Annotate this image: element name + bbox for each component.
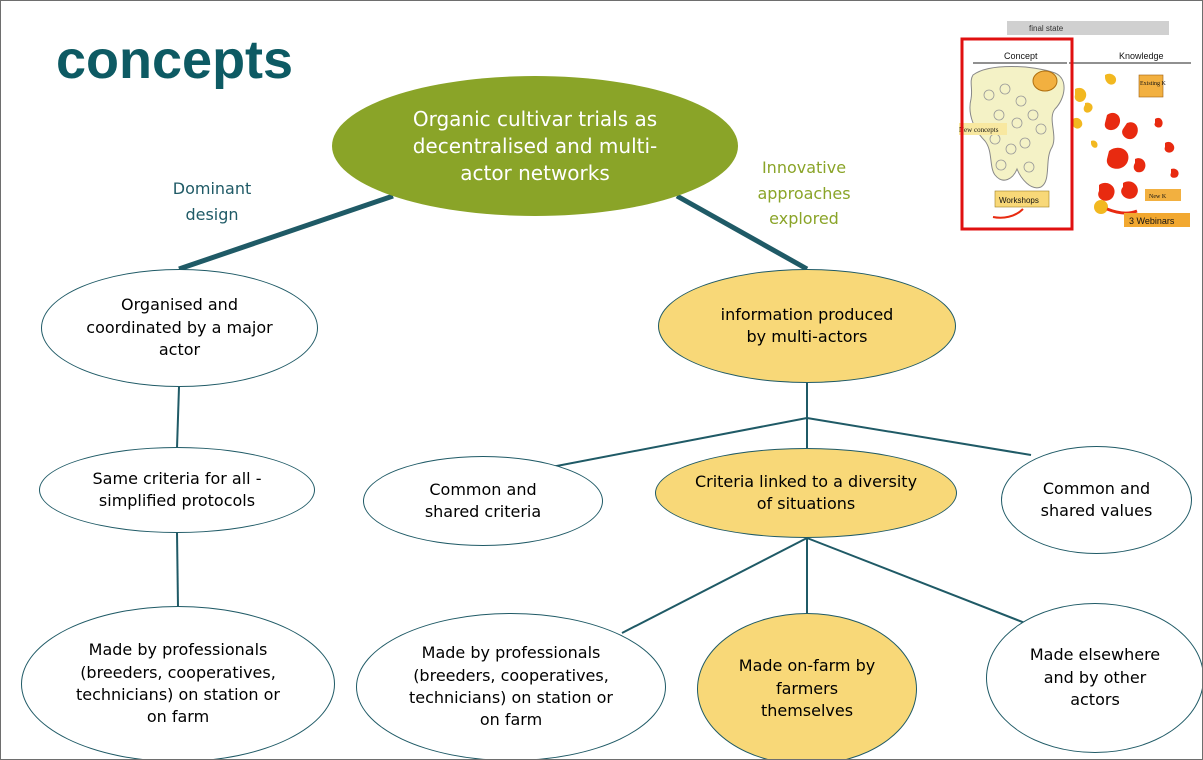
node-organised: Organised and coordinated by a major act… — [41, 269, 318, 387]
edge-info-right — [806, 417, 1032, 456]
edge-criteria-elsewhere — [806, 537, 1026, 624]
node-criteria-linked: Criteria linked to a diversity of situat… — [655, 448, 957, 538]
thumb-webinars: 3 Webinars — [1129, 216, 1175, 226]
thumb-new-concepts: New concepts — [959, 126, 999, 134]
knowledge-yellow-blobs — [1072, 73, 1117, 148]
thumb-workshops: Workshops — [999, 196, 1039, 205]
root-node: Organic cultivar trials as decentralised… — [332, 76, 738, 216]
node-made-elsewhere: Made elsewhere and by other actors — [986, 603, 1202, 753]
thumb-knowledge-label: Knowledge — [1119, 51, 1164, 61]
node-made-onfarm: Made on-farm by farmers themselves — [697, 613, 917, 759]
root-node-label: Organic cultivar trials as decentralised… — [412, 106, 658, 185]
edge-criteria-made-mid — [621, 537, 808, 634]
edge-info-left — [540, 417, 808, 470]
thumb-existing-k: Existing K — [1140, 81, 1167, 87]
ck-theory-thumbnail: final state Concept Knowledge New concep… — [959, 19, 1192, 231]
edge-organised-criteria — [176, 386, 180, 449]
dominant-design-label: Dominant design — [172, 179, 252, 224]
edge-criteria-made-left — [176, 531, 179, 608]
node-same-criteria: Same criteria for all - simplified proto… — [39, 447, 315, 533]
concept-highlight-frame — [960, 37, 1074, 231]
node-common-criteria: Common and shared criteria — [363, 456, 603, 546]
innovative-approaches-label: Innovative approaches explored — [757, 158, 851, 229]
node-common-values: Common and shared values — [1001, 446, 1192, 554]
thumb-header: final state — [1029, 24, 1064, 33]
thumb-new-k: New K — [1149, 194, 1167, 200]
node-made-professionals-left: Made by professionals (breeders, coopera… — [21, 606, 335, 759]
edge-root-organised — [178, 193, 394, 272]
thumb-concept-label: Concept — [1004, 51, 1038, 61]
node-info-multi-actors: information produced by multi-actors — [658, 269, 956, 383]
slide-title: concepts — [56, 30, 294, 90]
edge-root-info-multi — [675, 193, 809, 272]
knowledge-blobs — [1098, 112, 1179, 201]
node-made-professionals-mid: Made by professionals (breeders, coopera… — [356, 613, 666, 759]
